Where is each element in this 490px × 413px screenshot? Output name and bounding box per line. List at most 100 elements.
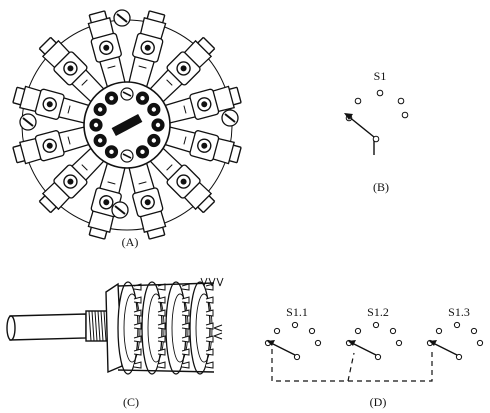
- lug-eye-hole: [67, 178, 74, 185]
- hub-contact-hole: [140, 95, 145, 101]
- wafer-terminal: [181, 348, 190, 356]
- screw-slot: [116, 13, 128, 23]
- terminal-lug: [162, 125, 242, 165]
- wafer-terminal: [157, 361, 166, 369]
- lug-eye-hole: [103, 44, 110, 51]
- switch-contact: [372, 321, 380, 329]
- hub-contact-hole: [109, 95, 114, 101]
- terminal-lug: [127, 160, 167, 240]
- lug-tip: [12, 86, 25, 106]
- lug-mark: [107, 65, 116, 69]
- wafer-terminal: [157, 322, 166, 330]
- switch-contact: [273, 327, 281, 335]
- wafer-terminal: [133, 348, 142, 356]
- terminal-lug: [87, 10, 127, 90]
- switch-contact: [308, 327, 316, 335]
- pole-pivot: [293, 353, 301, 361]
- lug-eye-hole: [201, 142, 208, 149]
- hub-rivet-slot: [122, 153, 132, 159]
- wafer-terminal: [133, 322, 142, 330]
- hub-contact-hole: [93, 122, 99, 128]
- solder-tag: [216, 277, 224, 287]
- wafer-terminal: [157, 296, 166, 304]
- hub-contact-hole: [109, 149, 114, 155]
- ganged-three-pole-schematic: S1.1 S1.2 S1.3: [264, 305, 484, 382]
- wiper-arrowhead: [267, 340, 275, 346]
- wafer-terminal: [205, 348, 214, 356]
- lug-eye-hole: [67, 65, 74, 72]
- lug-eye-hole: [144, 199, 151, 206]
- screw-slot: [224, 113, 236, 123]
- lug-tip: [146, 10, 166, 23]
- lug-tip: [38, 36, 57, 55]
- wafer-terminal: [205, 309, 214, 317]
- switch-contact: [476, 339, 484, 347]
- lug-eye-hole: [180, 178, 187, 185]
- bushing-thread: [100, 310, 104, 342]
- lug-mark: [67, 105, 71, 114]
- wafer-terminal: [157, 335, 166, 343]
- lug-tip: [88, 10, 108, 23]
- lug-mark: [138, 181, 147, 185]
- lug-tip: [229, 86, 242, 106]
- pole-pivot: [374, 353, 382, 361]
- hub-contact-hole: [140, 149, 145, 155]
- wafer-terminal: [205, 283, 214, 291]
- bushing-thread: [97, 310, 101, 342]
- lug-mark: [67, 136, 71, 145]
- lug-eye-hole: [103, 199, 110, 206]
- wafer-terminal: [133, 335, 142, 343]
- terminal-lug: [162, 85, 242, 125]
- wafer-terminal: [181, 322, 190, 330]
- lug-tip: [229, 144, 242, 164]
- terminal-lug: [12, 85, 92, 125]
- lug-eye-hole: [46, 142, 53, 149]
- mechanical-link-branch: [347, 352, 355, 382]
- wiper-arrowhead: [344, 113, 353, 120]
- label-s1-3: S1.3: [448, 305, 470, 319]
- terminal-lug: [148, 146, 216, 214]
- shaft: [9, 313, 87, 341]
- mechanical-link-dashed: [271, 349, 433, 382]
- switch-contact: [395, 339, 403, 347]
- wiper-arm: [351, 342, 377, 356]
- wafer-terminal: [205, 361, 214, 369]
- switch-contact: [389, 327, 397, 335]
- switch-contact: [376, 89, 384, 97]
- wafer-terminal: [181, 296, 190, 304]
- single-pole-schematic: S1: [344, 69, 409, 155]
- lug-eye-hole: [144, 44, 151, 51]
- switch-contact: [314, 339, 322, 347]
- terminal-lug: [38, 36, 106, 104]
- wafer-terminal: [205, 322, 214, 330]
- terminal-lug: [12, 125, 92, 165]
- caption-d: (D): [370, 395, 387, 409]
- wafer-terminal: [181, 335, 190, 343]
- tie-rod-top: [117, 282, 215, 287]
- terminal-lug: [38, 146, 106, 214]
- lug-tip: [146, 227, 166, 240]
- switch-contact: [435, 327, 443, 335]
- lug-mark: [183, 136, 187, 145]
- caption-a: (A): [122, 235, 139, 249]
- wafer-terminal: [181, 283, 190, 291]
- screw-slot: [114, 205, 126, 215]
- switch-contact: [354, 327, 362, 335]
- lug-tip: [197, 36, 216, 55]
- wafer-switch-top-view: [12, 9, 242, 240]
- shaft-end: [6, 315, 16, 341]
- hub-rivet-slot: [122, 91, 132, 97]
- lug-tip: [38, 195, 57, 214]
- switch-contact: [453, 321, 461, 329]
- lug-mark: [183, 105, 187, 114]
- tie-rod-bottom: [117, 369, 215, 373]
- multi-wafer-switch-side-view: [6, 277, 224, 375]
- solder-tag: [200, 277, 208, 287]
- lug-mark: [138, 65, 147, 69]
- wafer-terminal: [133, 361, 142, 369]
- bushing-thread: [94, 310, 98, 342]
- lug-mark: [81, 79, 88, 86]
- wafer-terminal: [157, 348, 166, 356]
- hub-contact-hole: [155, 122, 161, 128]
- wafer-terminal: [205, 296, 214, 304]
